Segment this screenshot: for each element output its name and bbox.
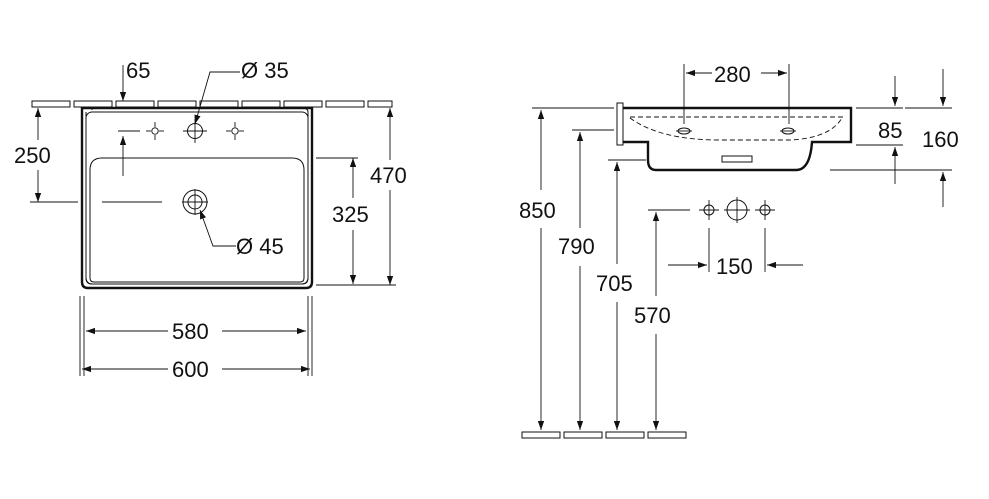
basin-outline [80, 106, 314, 290]
dim-470-label: 470 [370, 163, 407, 188]
dim-85-label: 85 [878, 118, 902, 143]
side-floor-strip [521, 431, 687, 439]
dim-250-label: 250 [14, 143, 51, 168]
dim-150-label: 150 [716, 254, 753, 279]
dim-705-label: 705 [596, 271, 633, 296]
side-basin-profile [623, 106, 853, 172]
bowl-rim [89, 157, 305, 283]
plan-wall-strip [31, 100, 393, 108]
dim-d45-label: Ø 45 [236, 234, 284, 259]
dim-325-label: 325 [332, 202, 369, 227]
dim-280-label: 280 [714, 62, 751, 87]
side-view: 280 85 160 150 [519, 62, 959, 439]
tap-hole-right-marker [226, 122, 244, 140]
dim-570-label: 570 [634, 303, 671, 328]
side-wall [616, 102, 624, 146]
dim-790-label: 790 [558, 234, 595, 259]
drain-hole [182, 189, 208, 215]
tap-hole-left-marker [146, 122, 164, 140]
dim-d35-label: Ø 35 [241, 58, 289, 83]
dim-160-label: 160 [922, 127, 959, 152]
plan-view: 65 Ø 35 Ø 45 250 470 325 580 600 [14, 58, 407, 382]
side-hole-symbols [699, 197, 775, 223]
dim-600-label: 600 [172, 357, 209, 382]
dim-580-label: 580 [172, 319, 209, 344]
dim-850-label: 850 [519, 198, 556, 223]
dim-65-label: 65 [126, 58, 150, 83]
